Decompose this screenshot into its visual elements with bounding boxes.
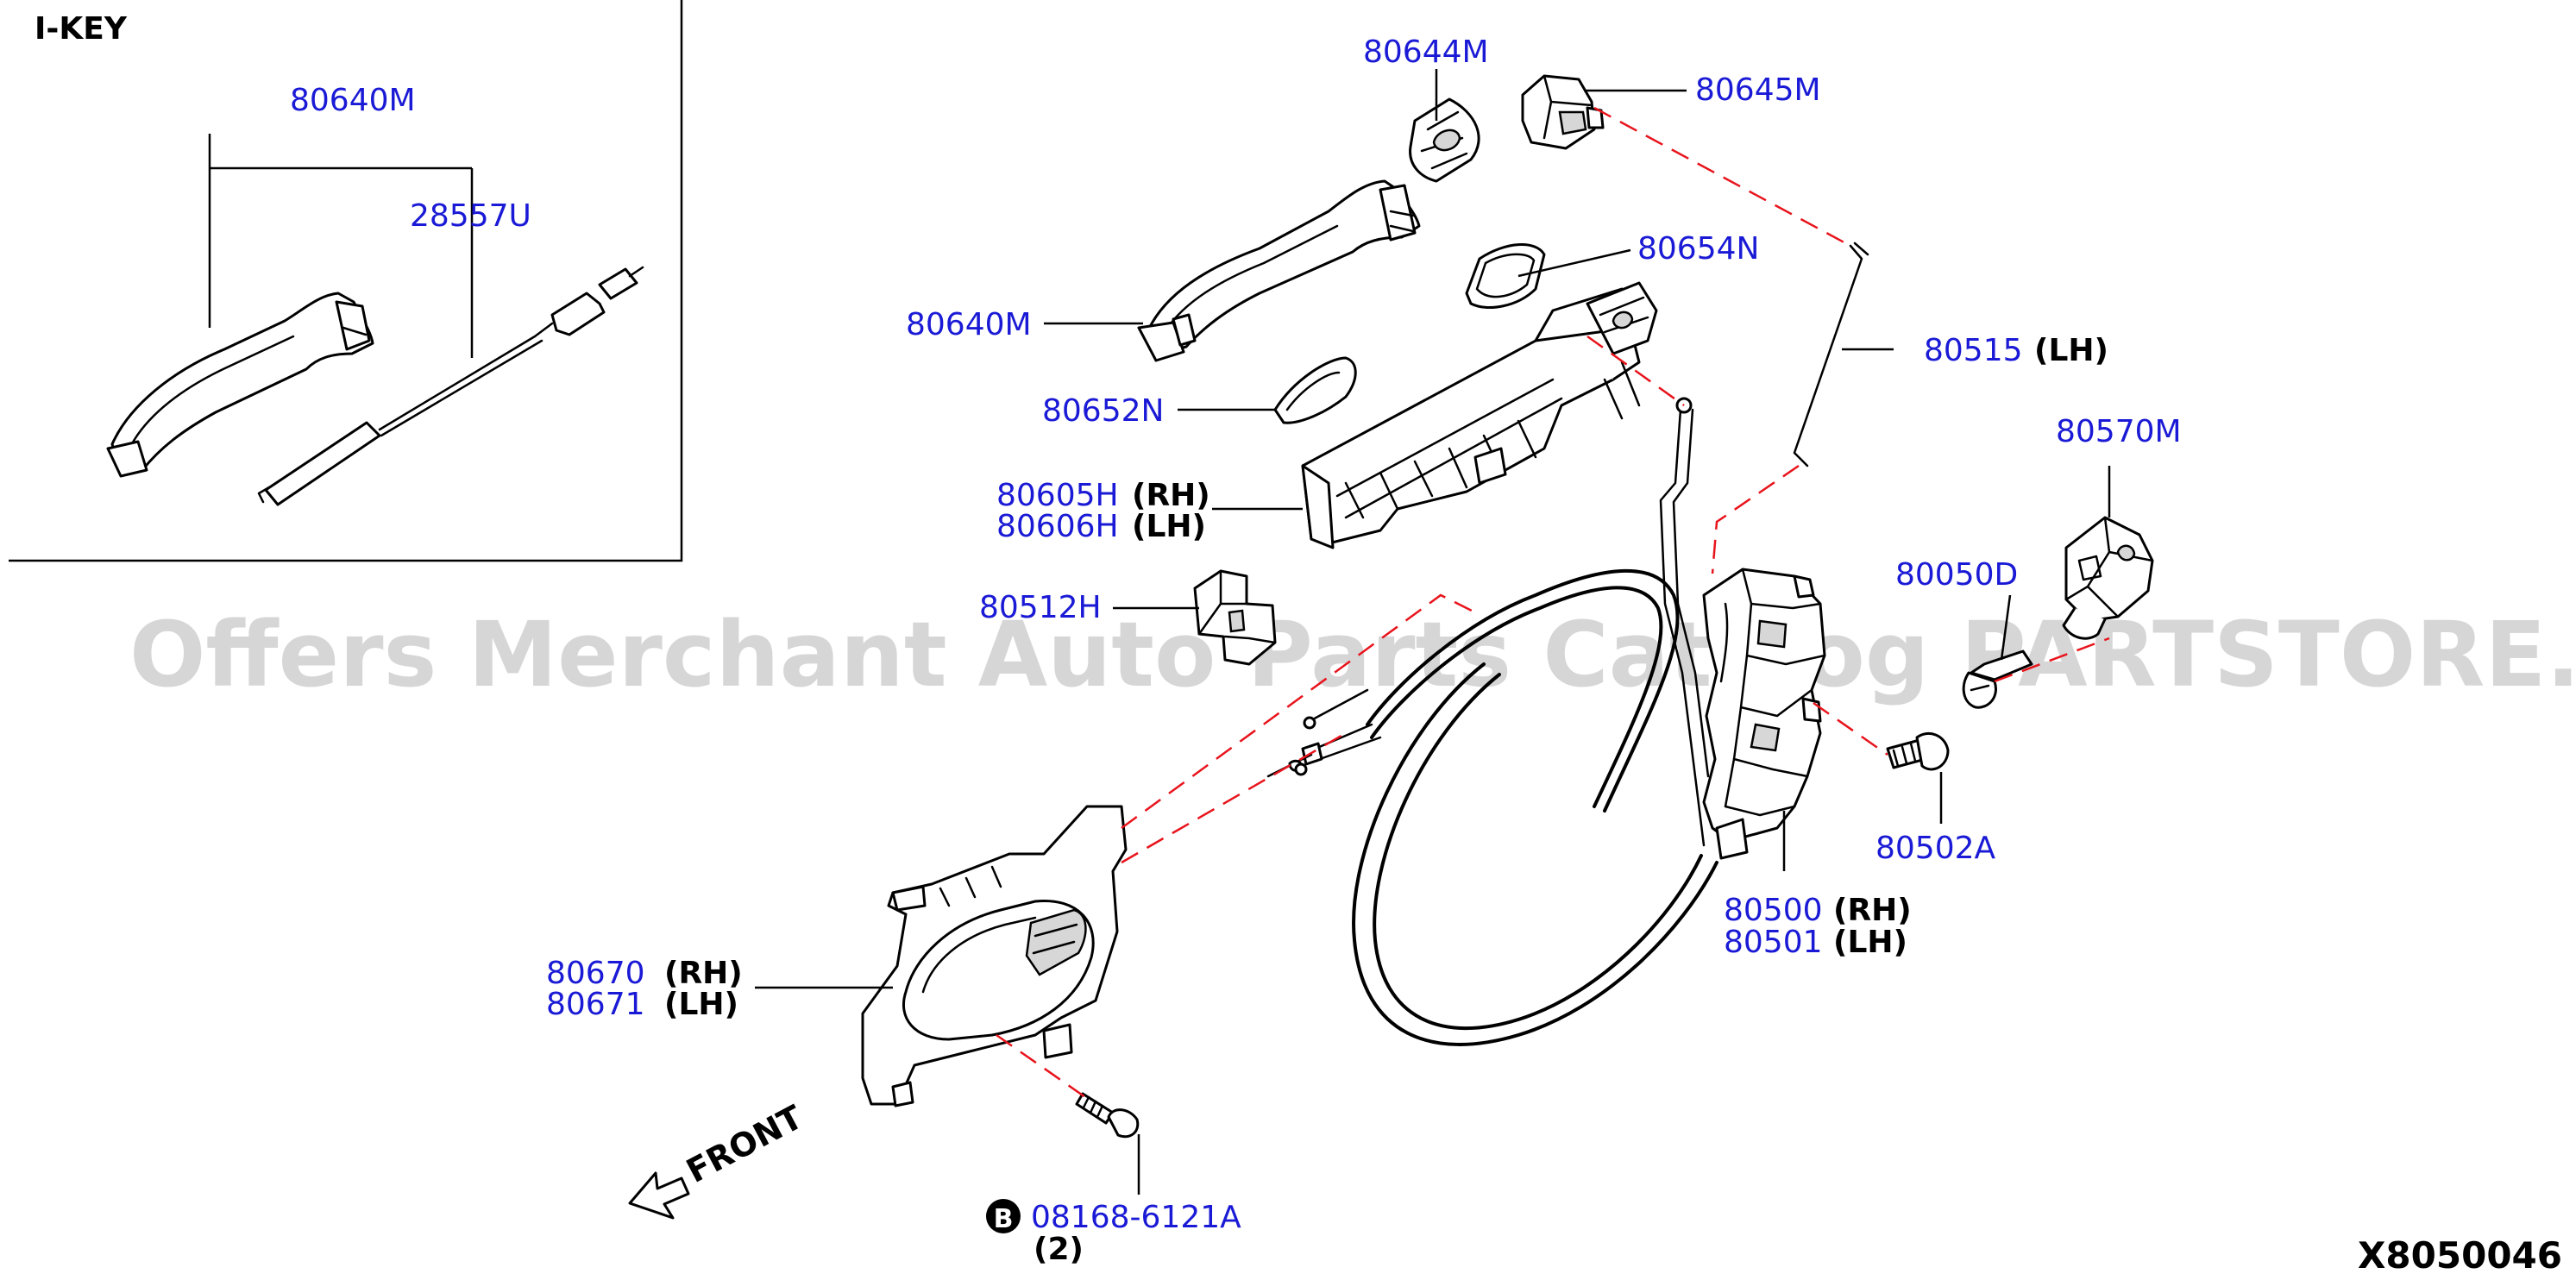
label-08168-qty: (2)	[1034, 1232, 1084, 1267]
part-labels: 80644M 80645M 80654N 80640M 80515 (LH) 8…	[546, 35, 2182, 1267]
striker-drawing	[2062, 516, 2154, 640]
screw-striker-drawing	[1962, 649, 2033, 709]
label-80605h[interactable]: 80605H	[996, 478, 1119, 513]
ikey-inset: I-KEY 80640M 28557U	[9, 0, 683, 562]
cable-loop-drawing	[1266, 397, 1718, 1046]
screw-lock-drawing	[1886, 732, 1950, 771]
inset-antenna-drawing	[257, 266, 644, 506]
label-80515-suffix: (LH)	[2034, 333, 2108, 368]
cable-clip-drawing	[1193, 569, 1277, 666]
label-80606h[interactable]: 80606H	[996, 509, 1119, 544]
gasket-rear-drawing	[1273, 356, 1357, 424]
label-80515[interactable]: 80515	[1924, 333, 2023, 368]
rod-drawing	[1793, 242, 1869, 467]
door-lock-drawing	[1702, 568, 1826, 860]
outside-handle-drawing	[1137, 179, 1421, 362]
label-28557u[interactable]: 28557U	[410, 198, 531, 234]
label-80570m[interactable]: 80570M	[2056, 414, 2182, 449]
label-80512h[interactable]: 80512H	[979, 590, 1102, 625]
handle-bracket-drawing	[1301, 281, 1658, 549]
inset-handle-drawing	[106, 292, 374, 478]
label-80640m[interactable]: 80640M	[906, 307, 1032, 342]
label-80500-suffix: (RH)	[1833, 893, 1912, 928]
alignment-lines	[996, 106, 2110, 1099]
front-arrow: FRONT	[628, 1098, 809, 1220]
label-80670-suffix: (RH)	[664, 956, 743, 991]
bolt-symbol: B	[986, 1199, 1021, 1234]
label-08168-6121a[interactable]: 08168-6121A	[1031, 1200, 1241, 1235]
bolt-symbol-letter: B	[994, 1204, 1014, 1234]
label-80050d[interactable]: 80050D	[1895, 557, 2018, 593]
label-80640m-inset[interactable]: 80640M	[290, 83, 416, 118]
cap-drawing	[1521, 74, 1605, 150]
label-80500[interactable]: 80500	[1724, 893, 1823, 928]
inset-title: I-KEY	[35, 11, 128, 47]
front-label: FRONT	[681, 1098, 809, 1190]
label-80606h-suffix: (LH)	[1132, 509, 1206, 544]
leader-lines	[755, 69, 2111, 1195]
bolt-drawing	[1075, 1092, 1140, 1139]
label-80671[interactable]: 80671	[546, 987, 645, 1022]
label-80501[interactable]: 80501	[1724, 925, 1823, 960]
inside-handle-drawing	[861, 805, 1128, 1107]
gasket-front-drawing	[1465, 243, 1546, 310]
escutcheon-drawing	[1409, 97, 1480, 183]
diagram-code: X8050046	[2358, 1234, 2562, 1277]
label-80670[interactable]: 80670	[546, 956, 645, 991]
label-80652n[interactable]: 80652N	[1042, 393, 1164, 429]
label-80645m[interactable]: 80645M	[1695, 72, 1821, 108]
watermark: Offers Merchant Auto Parts Catalog PARTS…	[129, 602, 2576, 707]
label-80654n[interactable]: 80654N	[1637, 231, 1759, 267]
label-80605h-suffix: (RH)	[1132, 478, 1210, 513]
label-80502a[interactable]: 80502A	[1875, 831, 1996, 866]
label-80501-suffix: (LH)	[1833, 925, 1907, 960]
label-80644m[interactable]: 80644M	[1363, 35, 1489, 70]
label-80671-suffix: (LH)	[664, 987, 738, 1022]
